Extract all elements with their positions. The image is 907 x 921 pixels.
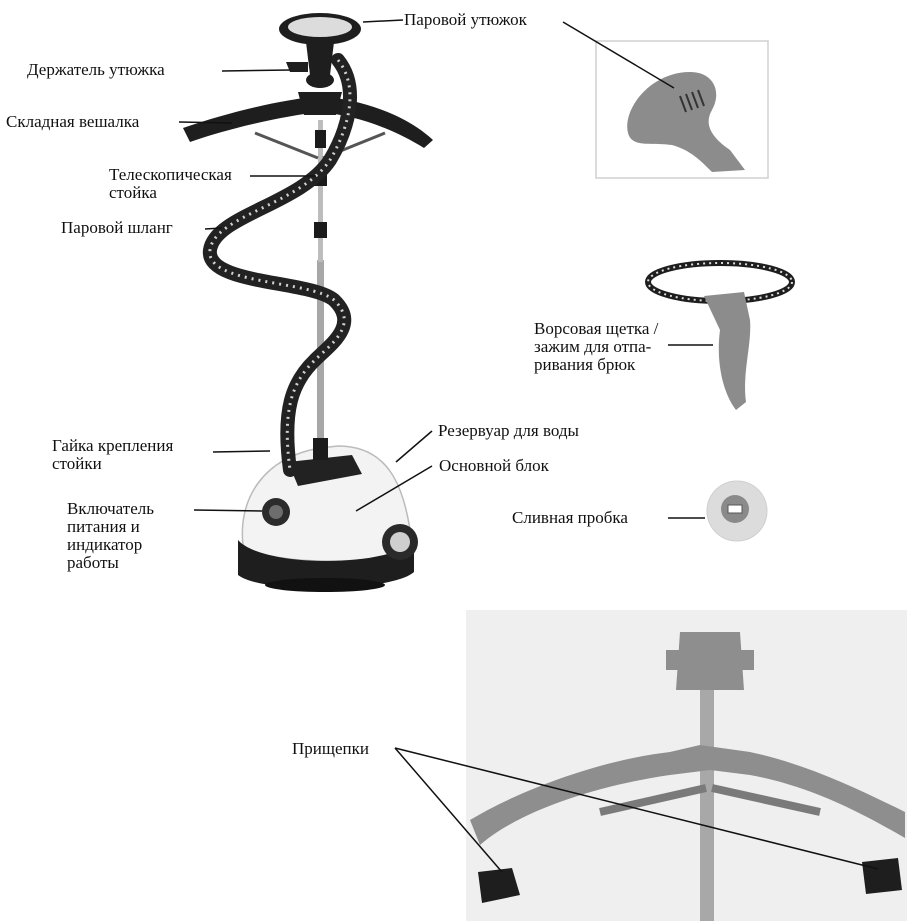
photo-hanger-top [676, 632, 744, 690]
drain-plug-illustration [707, 481, 767, 541]
label-brush-clip: Ворсовая щетка / зажим для отпа- ривания… [534, 320, 658, 374]
brush-clip-handle [704, 292, 750, 410]
hanger-clips-photo [466, 610, 907, 921]
clip-right [862, 858, 902, 894]
label-water-tank: Резервуар для воды [438, 422, 579, 440]
label-iron-holder: Держатель утюжка [27, 61, 165, 79]
label-steam-hose: Паровой шланг [61, 219, 173, 237]
label-power-switch: Включатель питания и индикатор работы [67, 500, 154, 572]
label-drain-plug: Сливная пробка [512, 509, 628, 527]
steam-iron-inset [596, 41, 768, 178]
label-clips: Прищепки [292, 740, 369, 758]
brush-clip-illustration [648, 263, 792, 410]
label-main-unit: Основной блок [439, 457, 549, 475]
label-telescopic-pole: Телескопическая стойка [109, 166, 232, 202]
base-foot [265, 578, 385, 592]
label-pole-nut: Гайка крепления стойки [52, 437, 173, 473]
main-steamer-figure [183, 13, 433, 592]
label-steam-iron: Паровой утюжок [404, 11, 527, 29]
label-folding-hanger: Складная вешалка [6, 113, 139, 131]
hanger-center [298, 92, 342, 115]
